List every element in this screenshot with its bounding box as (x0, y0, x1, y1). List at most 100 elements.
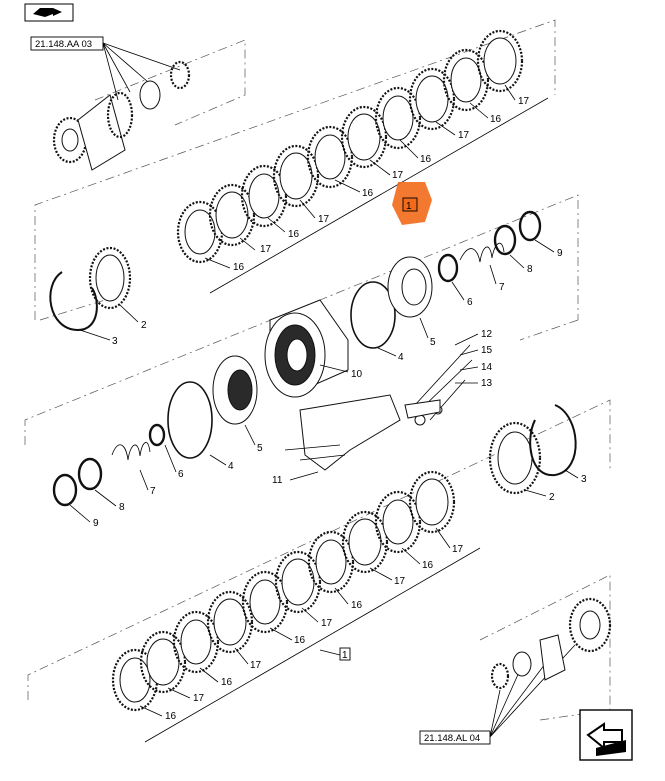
upper-spring-7 (459, 242, 505, 263)
callout-upper-7: 7 (499, 282, 505, 293)
upper-piston-5 (387, 256, 433, 318)
callout-upper-ring: 3 (112, 336, 118, 347)
callout-upper-5: 5 (430, 337, 436, 348)
lower-callout-2: 17 (193, 693, 205, 704)
drum-callout: 10 (319, 364, 363, 380)
upper-callout-9: 16 (490, 114, 502, 125)
upper-callout-2: 17 (260, 244, 272, 255)
upper-o-ring-4 (350, 281, 396, 349)
callout-lever-12: 12 (481, 329, 493, 340)
upper-callout-5: 16 (362, 188, 374, 199)
lower-snap-ring-3 (529, 404, 577, 477)
group-label-box[interactable]: 1 (319, 647, 351, 661)
reference-box-upper[interactable]: 21.148.AA 03 (30, 36, 104, 51)
upper-callout-7: 16 (420, 154, 432, 165)
upper-plate-17b (272, 144, 320, 208)
callout-lower-9: 9 (93, 518, 99, 529)
lower-spring-7 (111, 442, 151, 461)
group-label-text: 1 (342, 650, 348, 661)
lower-plate-17b (206, 590, 254, 654)
highlight-label: 1 (406, 201, 412, 212)
callout-lower-gear: 2 (549, 492, 555, 503)
lower-plate-16d (307, 530, 355, 594)
lower-right-callouts: 2 3 (524, 469, 587, 503)
upper-plate-16a (176, 200, 224, 264)
callout-drum: 10 (351, 369, 363, 380)
upper-callout-10: 17 (518, 96, 530, 107)
upper-plate-17d (408, 67, 456, 131)
clutch-drum-10 (264, 299, 349, 398)
callout-housing: 11 (272, 475, 283, 486)
lower-plate-17a (139, 630, 187, 694)
callout-lower-7: 7 (150, 486, 156, 497)
upper-plate-16e (442, 48, 490, 112)
upper-plate-16d (374, 86, 422, 150)
lower-plate-17e (408, 470, 456, 534)
highlight-marker[interactable]: 1 (392, 182, 432, 225)
upper-plate-17a (208, 183, 256, 247)
lower-plate-16c (241, 570, 289, 634)
lower-callout-8: 17 (394, 576, 406, 587)
upper-gear-2 (88, 246, 132, 310)
housing-callout: 11 (272, 471, 319, 486)
upper-callout-6: 17 (392, 170, 404, 181)
lower-washer-8 (77, 457, 103, 491)
upper-piston-group (350, 210, 542, 349)
lower-plate-17d (341, 510, 389, 574)
upper-washer-8 (493, 224, 517, 256)
upper-callout-3: 16 (288, 229, 300, 240)
callout-lower-5: 5 (257, 443, 263, 454)
lower-seal-9 (52, 473, 78, 507)
callout-upper-gear: 2 (141, 320, 147, 331)
lower-callout-5: 16 (294, 635, 306, 646)
lower-callout-1: 16 (165, 711, 177, 722)
back-nav-button[interactable] (579, 709, 633, 761)
top-nav-button[interactable] (24, 3, 74, 22)
lever-callouts: 12 15 14 13 (454, 329, 493, 389)
upper-callout-4: 17 (318, 214, 330, 225)
upper-callout-8: 17 (458, 130, 470, 141)
lower-clutch-stack (111, 470, 456, 712)
lever-assembly (404, 344, 473, 426)
lower-callout-6: 17 (321, 618, 333, 629)
callout-lever-13: 13 (481, 378, 493, 389)
lower-callout-7: 16 (351, 600, 363, 611)
upper-seal-9 (518, 210, 542, 242)
upper-stack-callouts: 16 17 16 17 16 17 16 17 16 17 (204, 84, 530, 273)
callout-upper-8: 8 (527, 264, 533, 275)
lower-stack-callouts: 16 17 16 17 16 17 16 17 16 17 (139, 527, 464, 722)
callout-lower-4: 4 (228, 461, 234, 472)
lower-callout-9: 16 (422, 560, 434, 571)
book-arrow-icon (33, 8, 62, 17)
callout-lever-15: 15 (481, 345, 493, 356)
upper-plate-17e (476, 29, 524, 93)
reference-box-lower[interactable]: 21.148.AL 04 (419, 730, 491, 745)
upper-callout-1: 16 (233, 262, 245, 273)
upper-plate-16c (306, 125, 354, 189)
lower-piston-5 (212, 355, 258, 425)
lower-gear-2 (488, 421, 542, 495)
housing-11 (284, 394, 401, 471)
callout-upper-9: 9 (557, 248, 563, 259)
lower-shaft-assembly (490, 597, 612, 690)
callout-upper-4: 4 (398, 352, 404, 363)
upper-shaft-assembly (52, 60, 191, 171)
reference-upper-text: 21.148.AA 03 (35, 39, 92, 50)
lower-ring-6 (148, 423, 166, 447)
back-arrow-icon (586, 722, 626, 756)
callout-lever-14: 14 (481, 362, 493, 373)
upper-plate-17c (340, 105, 388, 169)
reference-lower-text: 21.148.AL 04 (424, 733, 480, 744)
lower-callout-10: 17 (452, 544, 464, 555)
callout-lower-8: 8 (119, 502, 125, 513)
callout-lower-6: 6 (178, 469, 184, 480)
upper-snap-ring-3 (49, 271, 98, 332)
lower-callout-4: 17 (250, 660, 262, 671)
lower-left-callouts: 4 5 6 7 8 9 (69, 424, 263, 529)
lower-plate-16b (172, 610, 220, 674)
callout-lower-ring: 3 (581, 474, 587, 485)
upper-right-callouts: 4 5 6 7 8 9 (377, 239, 563, 363)
callout-upper-6: 6 (467, 297, 473, 308)
upper-plate-16b (240, 164, 288, 228)
